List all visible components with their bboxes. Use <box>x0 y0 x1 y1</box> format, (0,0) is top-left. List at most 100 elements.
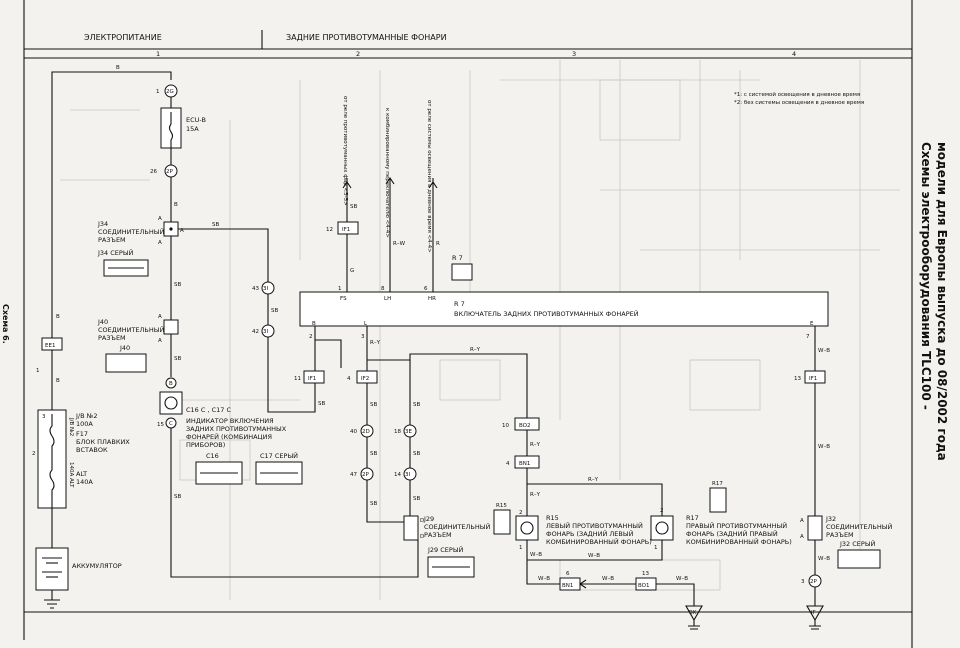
f17-label-1: F17 <box>76 430 88 438</box>
connector-if2-label: IF2 <box>361 376 369 382</box>
wire-label-sb-4: SB <box>174 494 181 500</box>
signal-to-combo-switch: к комбинированному переключателю <4-4> <box>384 108 390 238</box>
j34-pin-a-top: A <box>158 216 162 222</box>
connector-if1-mid-label: IF1 <box>308 376 316 382</box>
fuse-ecu-b-name: ECU-B <box>186 116 206 124</box>
indicator-pin-c-label: C <box>169 421 173 427</box>
wire-label-b-2: B <box>174 202 178 208</box>
wire-label-ry-4: R–Y <box>588 477 599 483</box>
wire-b-to-if1 <box>315 339 342 368</box>
pin-1-fs: 1 <box>338 286 342 292</box>
wire-label-ry-l: R–Y <box>370 340 381 346</box>
switch-pin-hr: HR <box>428 296 436 302</box>
pin-10: 10 <box>502 423 509 429</box>
title-line-2: модели для Европы выпуска до 08/2002 год… <box>935 142 949 461</box>
wire-ry-to-bo2 <box>367 353 528 418</box>
wire-wb-r15 <box>526 540 560 585</box>
note-2: *2: без системы освещения в дневное врем… <box>734 100 864 106</box>
wire-label-sb-6: SB <box>271 308 278 314</box>
r15-label-3: ФОНАРЬ (ЗАДНИЙ ЛЕВЫЙ <box>546 529 634 538</box>
fuse-pin-2: 2 <box>32 451 36 457</box>
connector-2p-26-label: 2P <box>166 169 173 175</box>
wire-label-sb-1: SB <box>212 222 219 228</box>
indicator-lamp-symbol <box>164 396 178 410</box>
pin-7-e: 7 <box>806 334 810 340</box>
wire-sb-to-b <box>267 326 316 413</box>
j29-label-2: СОЕДИНИТЕЛЬНЫЙ <box>424 522 490 531</box>
wire-label-sb-8: SB <box>370 402 377 408</box>
wire-indicator-to-j29 <box>170 428 419 578</box>
title-line-1: Схемы электрооборудования TLC100 - <box>919 142 933 410</box>
wire-label-b-left: B <box>56 314 60 320</box>
connector-2g-label: 2G <box>166 89 174 95</box>
note-1: *1: с системой освещения в дневное время <box>734 91 860 98</box>
battery <box>35 547 69 591</box>
pin-47: 47 <box>350 472 357 478</box>
pin-4-bn1: 4 <box>506 461 510 467</box>
pin-3-2p: 3 <box>801 579 805 585</box>
j32-label-1: J32 <box>825 515 836 523</box>
switch-pin-e: E <box>810 321 814 327</box>
indicator-label-2: ЗАДНИХ ПРОТИВОТУМАННЫХ <box>186 425 287 433</box>
r17-label-1: R17 <box>686 514 699 522</box>
j34-pin-a-right: A <box>180 228 184 234</box>
pin-40: 40 <box>350 429 357 435</box>
r17-pin-2: 2 <box>660 508 664 514</box>
wire-label-sb-13: SB <box>413 496 420 502</box>
indicator-refs: C16 C , C17 C <box>186 406 231 414</box>
wire-label-sb-10: SB <box>370 501 377 507</box>
indicator-label-1: ИНДИКАТОР ВКЛЮЧЕНИЯ <box>186 417 274 425</box>
lamp-r15-symbol <box>520 521 534 535</box>
ee1-pin-1: 1 <box>36 368 40 374</box>
switch-r7-ref: R 7 <box>454 300 465 308</box>
j34-pin-a-bottom: A <box>158 240 162 246</box>
j40-connector-view <box>105 353 147 373</box>
r15-pin-1: 1 <box>519 545 523 551</box>
r17-label-4: КОМБИНИРОВАННЫЙ ФОНАРЬ) <box>686 537 792 546</box>
pin-13-if1: 13 <box>794 376 801 382</box>
ground-bk-icon <box>685 605 703 622</box>
c17-view-label: C17 СЕРЫЙ <box>260 451 298 460</box>
signal-from-drl-relay: от реле системы освещения в дневное врем… <box>426 100 432 253</box>
battery-ground-icon <box>44 590 60 609</box>
switch-pin-lh: LH <box>384 296 391 302</box>
column-1: 1 <box>156 50 160 58</box>
c16-view-label: C16 <box>206 452 219 460</box>
connector-3i-42-label: 3I <box>263 329 268 335</box>
wire-wb-r17 <box>527 540 663 561</box>
fuse-ecu-b-amp: 15A <box>186 125 199 133</box>
r17-connector-view <box>709 487 727 513</box>
pin-2-b: 2 <box>309 334 313 340</box>
wire-label-wb-2: W–B <box>538 576 550 582</box>
pin-13-bo1: 13 <box>642 571 649 577</box>
j34-label-1: J34 <box>97 220 108 228</box>
pin-11: 11 <box>294 376 301 382</box>
column-2: 2 <box>356 50 360 58</box>
signal-from-fog-relay: от реле противотуманных фар <5-5> <box>342 96 348 206</box>
j32-label-2: СОЕДИНИТЕЛЬНЫЙ <box>826 522 892 531</box>
lamp-r17 <box>650 515 674 541</box>
r17-view-label: R17 <box>712 481 723 487</box>
scheme-number: Схема 6. <box>1 304 10 344</box>
connector-2p-3-label: 2P <box>810 579 817 585</box>
fuse-pin-3: 3 <box>42 414 46 420</box>
j40-label-2: СОЕДИНИТЕЛЬНЫЙ <box>98 325 164 334</box>
j40-label-3: РАЗЪЕМ <box>98 334 126 342</box>
pin-1-2g: 1 <box>156 89 160 95</box>
connector-bo1-label: BO1 <box>638 583 650 589</box>
f17-label-3: ВСТАВОК <box>76 446 108 454</box>
arrow-in-drl-relay <box>428 181 438 189</box>
wire-wb-to-bk <box>656 583 695 606</box>
wire-label-sb-7: SB <box>318 401 325 407</box>
r7-view-label: R 7 <box>452 254 463 262</box>
wire-2p-to-j29 <box>366 480 404 523</box>
pin-12: 12 <box>326 227 333 233</box>
lamp-r15 <box>515 515 539 541</box>
j40-label-1: J40 <box>97 318 108 326</box>
pin-4-if2: 4 <box>347 376 351 382</box>
connector-bn1-top-label: BN1 <box>519 461 530 467</box>
connector-j29 <box>403 515 419 541</box>
r15-pin-2: 2 <box>519 510 523 516</box>
junction-j34 <box>169 227 173 231</box>
j32-connector-view <box>837 549 881 569</box>
